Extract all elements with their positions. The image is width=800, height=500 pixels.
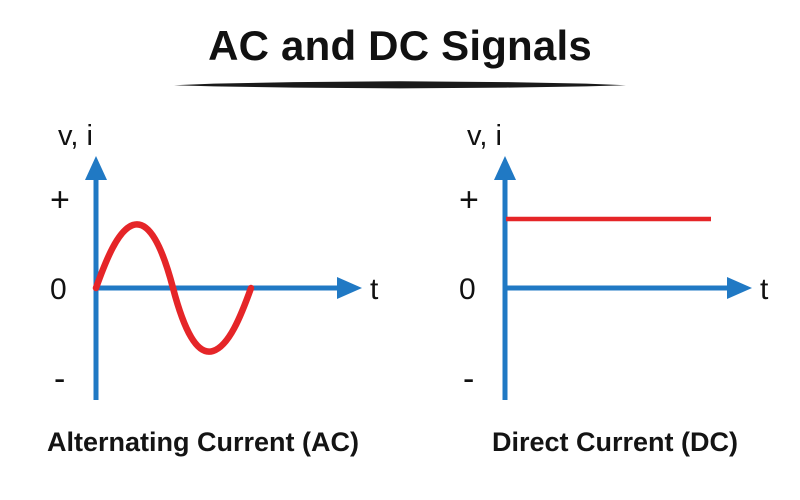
panel-direct-current: v, i + 0 - t: [420, 118, 800, 448]
ac-y-axis-title: v, i: [58, 120, 93, 152]
ac-y-positive-label: +: [50, 181, 70, 219]
page-title-text: AC and DC Signals: [208, 22, 592, 69]
ac-signal-plot: v, i + 0 - t: [50, 120, 379, 400]
ac-y-zero-label: 0: [50, 273, 67, 306]
dc-y-positive-label: +: [459, 181, 479, 219]
ac-y-negative-label: -: [54, 360, 65, 398]
panel-alternating-current: v, i + 0 - t: [10, 118, 400, 448]
dc-x-axis-label: t: [760, 273, 769, 306]
dc-signal-plot: v, i + 0 - t: [459, 120, 769, 400]
dc-y-axis: [494, 156, 516, 400]
caption-direct-current: Direct Current (DC): [491, 427, 739, 457]
caption-alternating-current: Alternating Current (AC): [47, 427, 359, 457]
ac-y-axis: [85, 156, 107, 400]
dc-y-axis-title: v, i: [467, 120, 502, 152]
dc-y-zero-label: 0: [459, 273, 476, 306]
dc-x-axis: [505, 277, 752, 299]
ac-x-axis-label: t: [370, 273, 379, 306]
ac-x-axis: [96, 277, 362, 299]
ac-sine-waveform: [92, 221, 255, 355]
page-title: AC and DC Signals: [0, 22, 800, 90]
title-underline-rule: [174, 81, 626, 89]
dc-y-negative-label: -: [463, 360, 474, 398]
